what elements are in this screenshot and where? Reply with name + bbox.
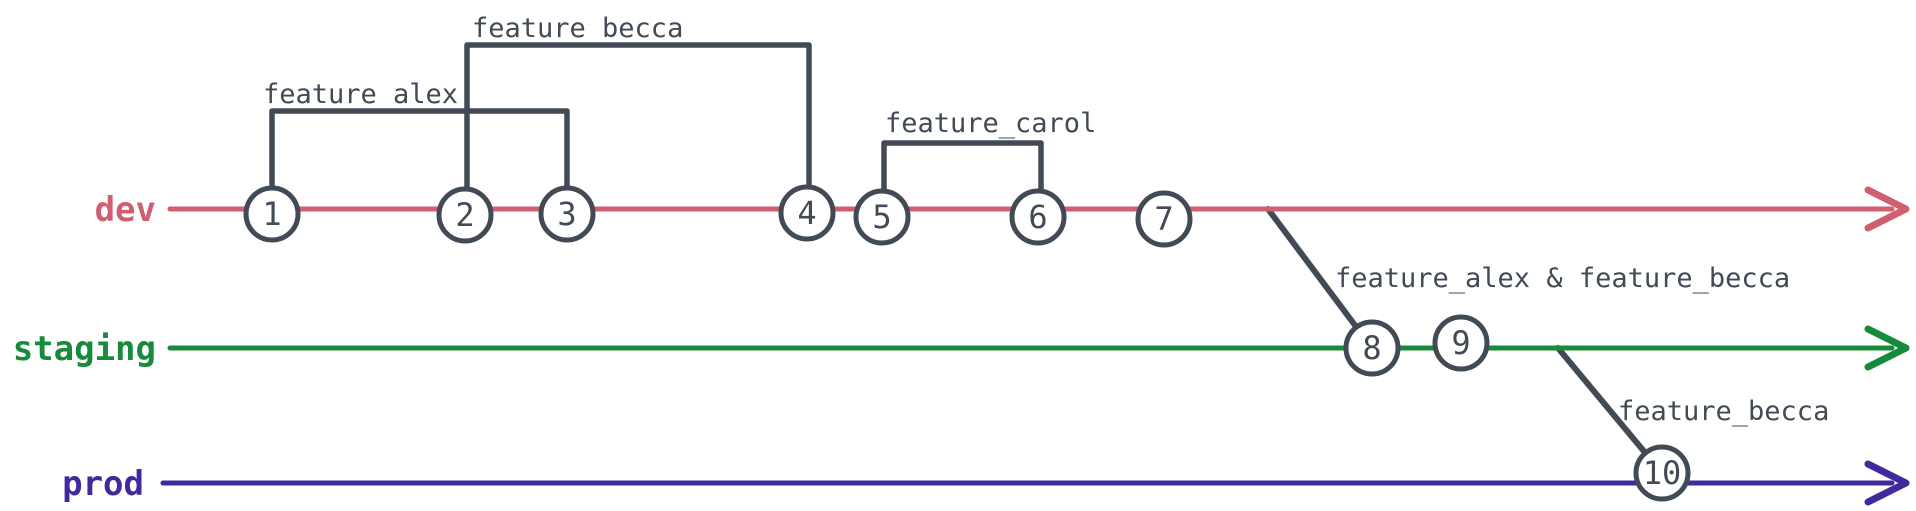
merge-dev-to-staging-label: feature_alex & feature_becca — [1335, 263, 1790, 294]
commit-node-3 — [538, 185, 596, 243]
staging-arrowhead-icon — [1864, 325, 1910, 371]
commit-node-7 — [1135, 190, 1193, 248]
feature-branch-bracket-feature-becca — [464, 42, 812, 218]
commit-number-5: 5 — [872, 198, 891, 236]
merge-dev-to-staging — [1265, 206, 1375, 351]
feature-branch-label-feature-carol: feature_carol — [885, 108, 1096, 139]
branch-label-staging: staging — [13, 329, 156, 369]
commit-node-9 — [1432, 314, 1490, 372]
feature-branch-bracket-feature-carol — [881, 140, 1044, 220]
commit-number-8: 8 — [1362, 329, 1381, 367]
merge-staging-to-prod-label: feature_becca — [1618, 396, 1829, 427]
prod-arrowhead-icon — [1864, 460, 1910, 506]
commit-number-7: 7 — [1154, 200, 1173, 238]
commit-number-10: 10 — [1643, 454, 1682, 492]
commit-number-3: 3 — [557, 195, 576, 233]
branch-label-dev: dev — [95, 190, 156, 230]
feature-branch-label-feature-becca: feature_becca — [472, 13, 683, 44]
feature-branch-label-feature-alex: feature_alex — [263, 79, 458, 110]
commit-node-1 — [243, 185, 301, 243]
commit-node-10 — [1633, 444, 1691, 502]
commit-node-5 — [853, 188, 911, 246]
commit-number-4: 4 — [797, 194, 816, 232]
commit-number-1: 1 — [262, 195, 281, 233]
branch-label-prod: prod — [62, 464, 144, 504]
commit-node-4 — [778, 184, 836, 242]
commit-number-2: 2 — [455, 196, 474, 234]
commit-number-9: 9 — [1451, 324, 1470, 362]
feature-branch-bracket-feature-alex — [269, 108, 570, 217]
dev-arrowhead-icon — [1864, 186, 1910, 232]
commit-node-2 — [436, 186, 494, 244]
commit-node-6 — [1009, 188, 1067, 246]
commit-node-8 — [1343, 319, 1401, 377]
commit-number-6: 6 — [1028, 198, 1047, 236]
